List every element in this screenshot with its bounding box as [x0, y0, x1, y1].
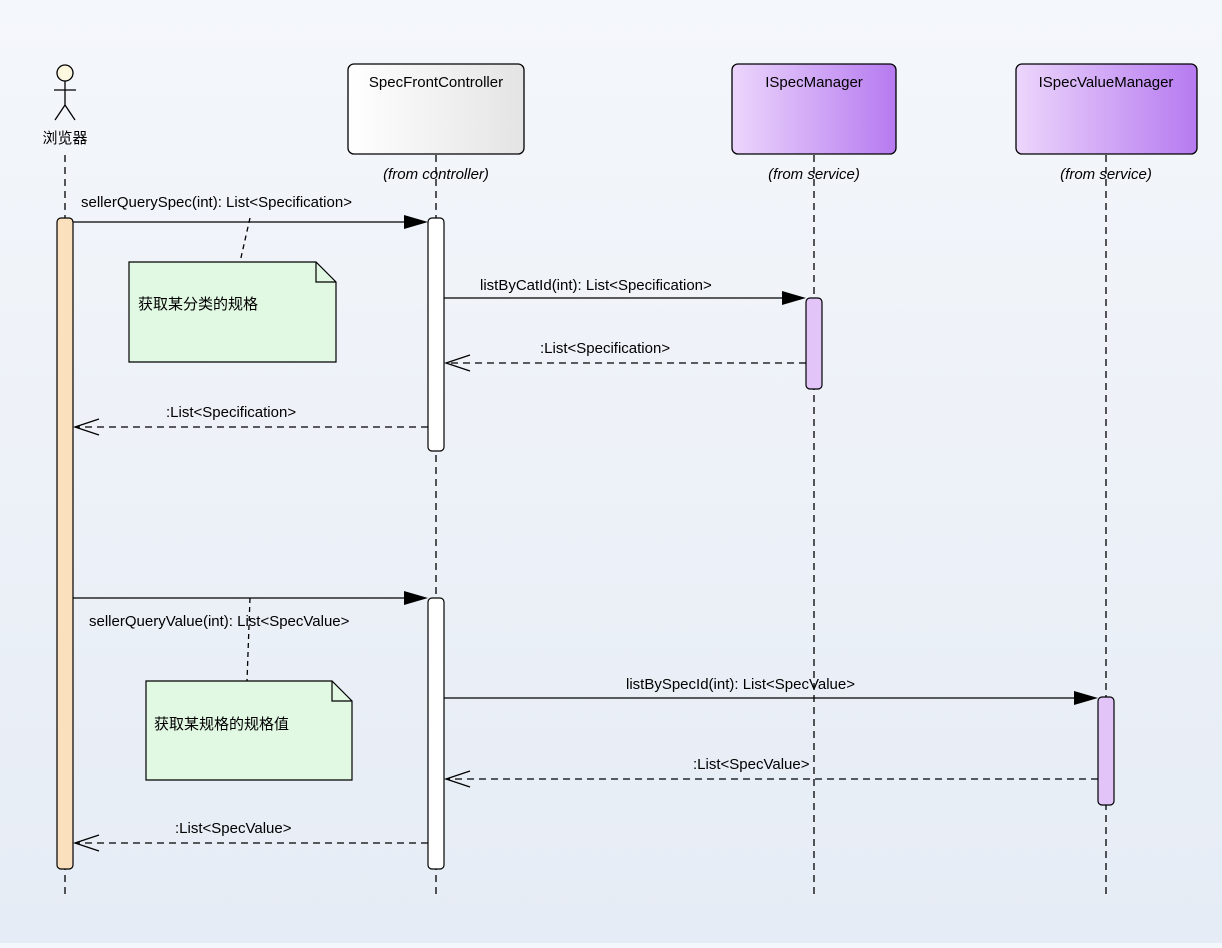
lifeline-from: (from service) — [768, 166, 860, 183]
message-seller-query-spec[interactable]: sellerQuerySpec(int): List<Specification… — [73, 194, 428, 229]
message-label: :List<Specification> — [166, 404, 296, 421]
message-label: :List<SpecValue> — [693, 756, 810, 773]
message-list-by-cat-id[interactable]: listByCatId(int): List<Specification> — [444, 277, 806, 305]
message-seller-query-value[interactable]: sellerQueryValue(int): List<SpecValue> — [73, 591, 428, 630]
actor-label: 浏览器 — [42, 130, 87, 147]
message-return-spec-list[interactable]: :List<Specification> — [443, 340, 806, 372]
lifeline-spec-value-manager[interactable]: ISpecValueManager (from service) — [1015, 63, 1198, 183]
note-spec[interactable]: 获取某分类的规格 — [128, 261, 337, 363]
lifeline-name: ISpecManager — [765, 74, 863, 91]
actor-browser[interactable]: 浏览器 — [42, 64, 88, 147]
message-label: sellerQueryValue(int): List<SpecValue> — [89, 613, 350, 630]
note-text: 获取某分类的规格 — [138, 296, 258, 313]
message-list-by-spec-id[interactable]: listBySpecId(int): List<SpecValue> — [444, 676, 1098, 705]
lifeline-controller[interactable]: SpecFrontController (from controller) — [347, 63, 525, 183]
activation-spec-manager — [805, 297, 823, 390]
lifeline-name: SpecFrontController — [369, 74, 503, 91]
activation-actor — [56, 217, 74, 870]
lifeline-name: ISpecValueManager — [1039, 74, 1174, 91]
message-label: listBySpecId(int): List<SpecValue> — [626, 676, 855, 693]
activation-spec-value-manager — [1097, 696, 1115, 806]
message-return-value-list-actor[interactable]: :List<SpecValue> — [72, 820, 428, 852]
message-label: sellerQuerySpec(int): List<Specification… — [81, 194, 352, 211]
activation-controller-2 — [427, 597, 445, 870]
message-return-spec-list-actor[interactable]: :List<Specification> — [72, 404, 428, 436]
message-label: listByCatId(int): List<Specification> — [480, 277, 712, 294]
note-spec-value[interactable]: 获取某规格的规格值 — [145, 680, 353, 781]
message-label: :List<SpecValue> — [175, 820, 292, 837]
lifeline-from: (from controller) — [383, 166, 489, 183]
note-text: 获取某规格的规格值 — [154, 716, 289, 733]
lifeline-from: (from service) — [1060, 166, 1152, 183]
lifeline-spec-manager[interactable]: ISpecManager (from service) — [731, 63, 897, 183]
message-return-value-list[interactable]: :List<SpecValue> — [443, 756, 1098, 788]
activation-controller-1 — [427, 217, 445, 452]
message-label: :List<Specification> — [540, 340, 670, 357]
note-connectors — [239, 217, 251, 682]
